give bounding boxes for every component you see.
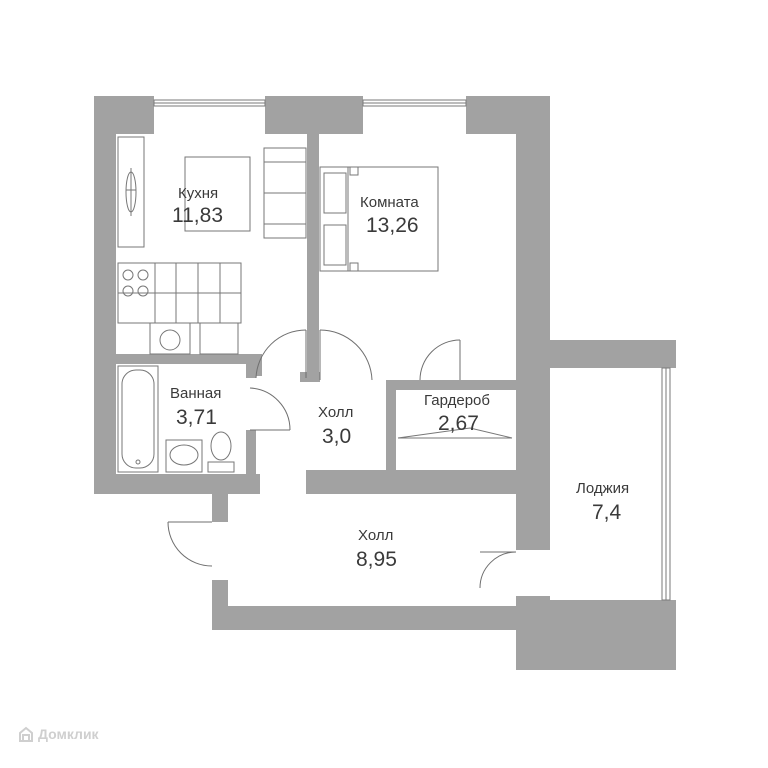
room-name: Холл [358, 527, 393, 544]
room-label-hall-large: Холл 8,95 [356, 527, 397, 571]
room-area: 2,67 [438, 412, 479, 435]
room-label-loggia: Лоджия 7,4 [576, 480, 629, 524]
windows [153, 99, 671, 601]
room-label-wardrobe: Гардероб 2,67 [424, 392, 490, 435]
room-area: 13,26 [366, 214, 419, 237]
room-name: Комната [360, 194, 419, 211]
room-name: Кухня [178, 185, 218, 202]
room-name: Холл [318, 404, 353, 421]
wardrobe-rail [397, 427, 513, 439]
room-label-room: Комната 13,26 [360, 194, 419, 237]
room-name: Гардероб [424, 392, 490, 409]
watermark: Домклик [18, 726, 99, 742]
domclick-logo-icon [19, 726, 33, 742]
watermark-text: Домклик [38, 726, 99, 742]
kitchen-furniture [117, 136, 307, 355]
room-name: Ванная [170, 385, 221, 402]
room-area: 3,0 [322, 425, 351, 448]
room-area: 3,71 [176, 406, 217, 429]
room-area: 7,4 [592, 501, 622, 524]
room-label-hall-small: Холл 3,0 [318, 404, 353, 448]
room-name: Лоджия [576, 480, 629, 497]
room-label-bathroom: Ванная 3,71 [170, 385, 221, 429]
room-label-kitchen: Кухня 11,83 [172, 185, 223, 227]
bed [319, 166, 439, 272]
walls [94, 96, 676, 670]
room-area: 11,83 [172, 204, 223, 227]
doors [167, 329, 517, 589]
bathroom-fixtures [117, 365, 235, 473]
room-area: 8,95 [356, 548, 397, 571]
